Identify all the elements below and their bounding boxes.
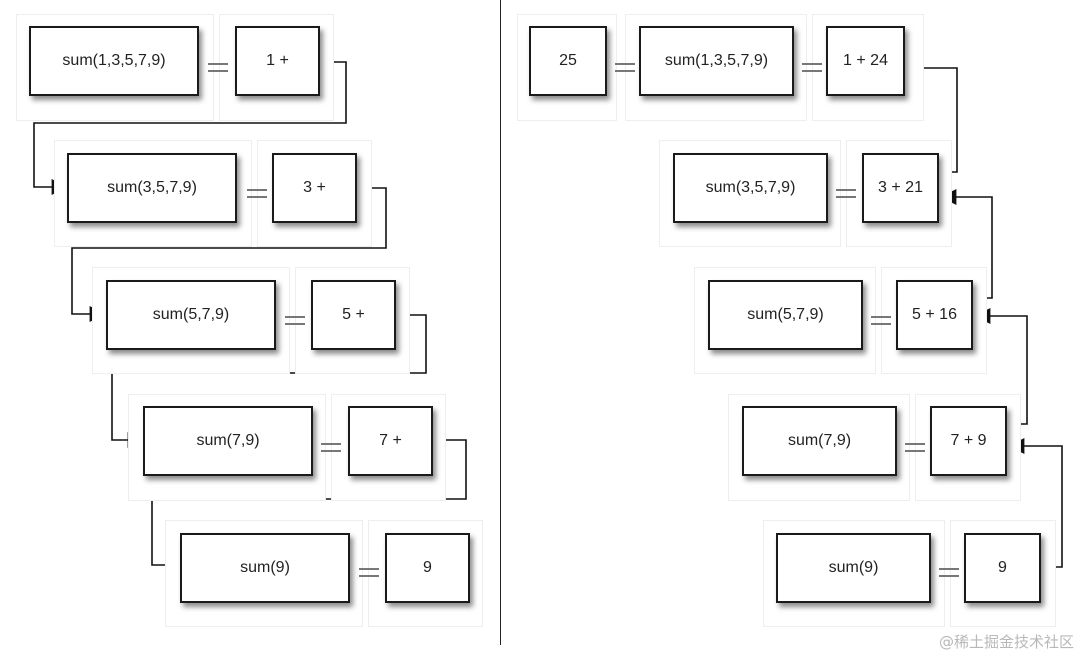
call-arrow-2: [71, 187, 387, 322]
equals-sign: [871, 316, 891, 325]
equals-sign: [247, 189, 267, 198]
result-box: 7 +: [348, 406, 433, 476]
final-result-box: 25: [529, 26, 607, 96]
left-panel: sum(1,3,5,7,9) 1 + sum(3,5,7,9) 3 + sum(…: [0, 0, 500, 656]
result-box: 3 +: [272, 153, 357, 223]
equals-sign: [285, 316, 305, 325]
call-box: sum(5,7,9): [708, 280, 863, 350]
watermark: @稀土掘金技术社区: [938, 633, 1074, 651]
call-box: sum(3,5,7,9): [673, 153, 828, 223]
result-box: 3 + 21: [862, 153, 939, 223]
equals-sign: [208, 63, 228, 72]
result-box: 9: [964, 533, 1041, 603]
result-box: 5 + 16: [896, 280, 973, 350]
call-box: sum(5,7,9): [106, 280, 276, 350]
result-box: 5 +: [311, 280, 396, 350]
call-box: sum(9): [776, 533, 931, 603]
equals-sign: [321, 443, 341, 452]
call-box: sum(1,3,5,7,9): [29, 26, 199, 96]
right-panel: 25 sum(1,3,5,7,9) 1 + 24 sum(3,5,7,9) 3 …: [501, 0, 1080, 656]
call-box: sum(1,3,5,7,9): [639, 26, 794, 96]
call-box: sum(3,5,7,9): [67, 153, 237, 223]
equals-sign: [802, 63, 822, 72]
equals-sign: [905, 443, 925, 452]
call-box: sum(7,9): [143, 406, 313, 476]
call-box: sum(9): [180, 533, 350, 603]
equals-sign: [359, 568, 379, 577]
result-box: 1 +: [235, 26, 320, 96]
call-arrow-1: [33, 61, 347, 195]
result-box: 9: [385, 533, 470, 603]
panel-divider: [500, 0, 501, 645]
result-box: 7 + 9: [930, 406, 1007, 476]
call-box: sum(7,9): [742, 406, 897, 476]
equals-sign: [615, 63, 635, 72]
equals-sign: [939, 568, 959, 577]
result-box: 1 + 24: [826, 26, 905, 96]
equals-sign: [836, 189, 856, 198]
